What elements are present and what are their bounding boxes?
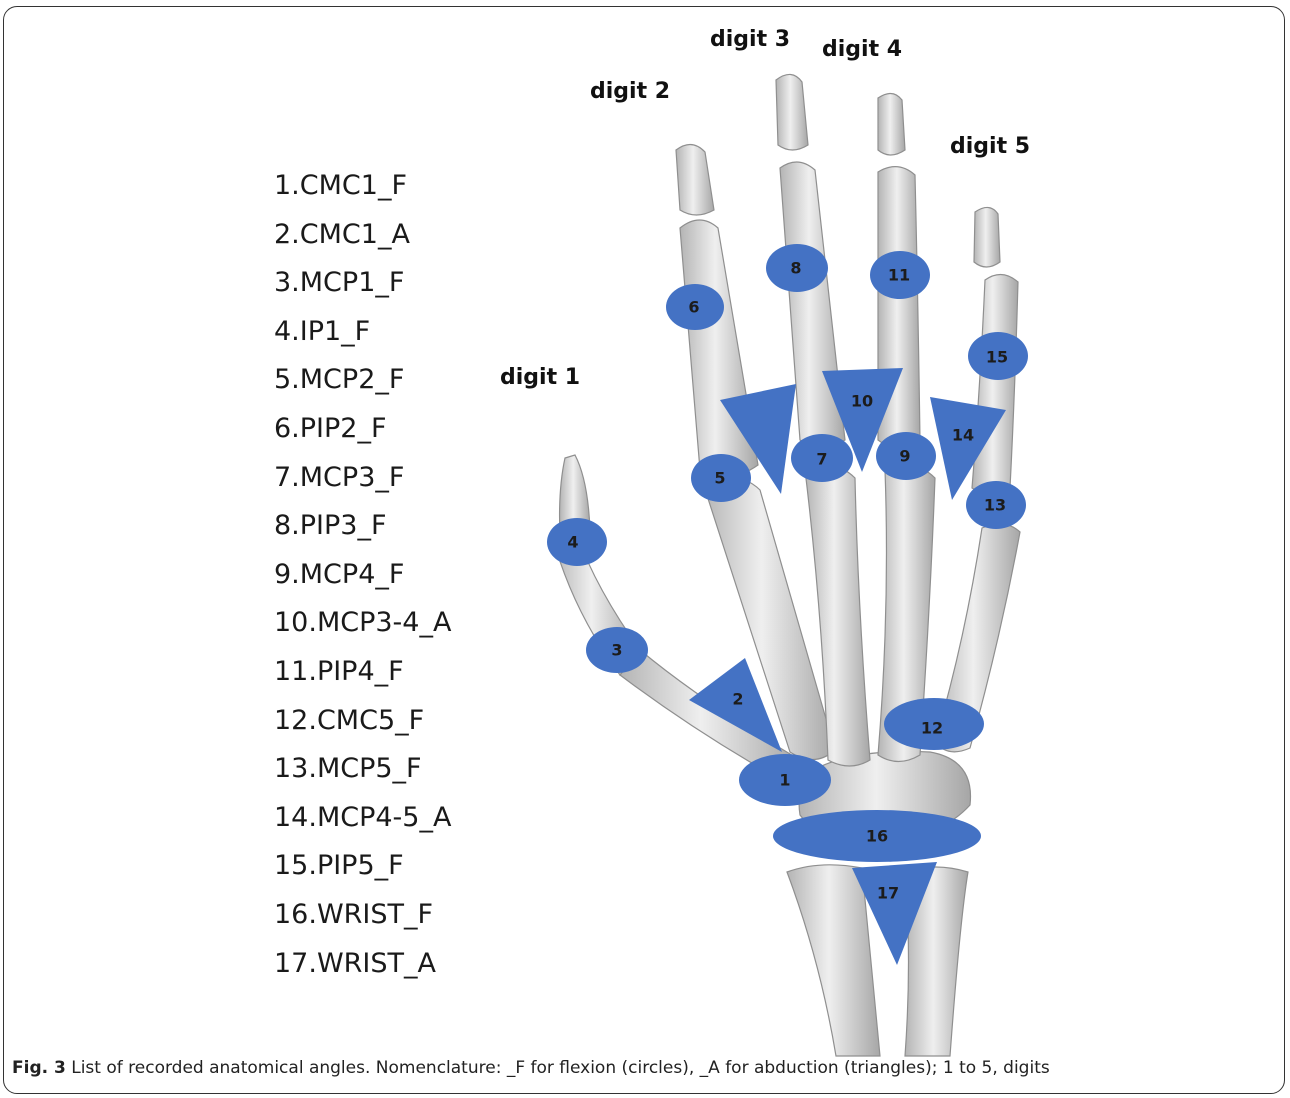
digit5-distal-phalanx bbox=[974, 207, 1000, 267]
marker-8-label: 8 bbox=[790, 259, 801, 278]
figure-caption: Fig. 3 List of recorded anatomical angle… bbox=[12, 1058, 1050, 1078]
marker-4-label: 4 bbox=[567, 533, 578, 552]
marker-17-label: 17 bbox=[877, 884, 899, 903]
digit2-label: digit 2 bbox=[590, 79, 670, 104]
marker-2-label: 2 bbox=[732, 690, 743, 709]
digit2-distal-phalanx bbox=[676, 144, 714, 215]
marker-11-label: 11 bbox=[888, 266, 910, 285]
marker-1-label: 1 bbox=[779, 771, 790, 790]
marker-12-label: 12 bbox=[921, 719, 943, 738]
marker-15-label: 15 bbox=[986, 348, 1008, 367]
marker-14-label: 14 bbox=[952, 426, 974, 445]
digit1-label: digit 1 bbox=[500, 365, 580, 390]
marker-16-label: 16 bbox=[866, 827, 888, 846]
marker-3-label: 3 bbox=[611, 641, 622, 660]
marker-9-label: 9 bbox=[899, 447, 910, 466]
hand-skeleton bbox=[552, 74, 1020, 1056]
marker-10-label: 10 bbox=[851, 392, 873, 411]
digit-labels: digit 1 digit 2 digit 3 digit 4 digit 5 bbox=[500, 27, 1030, 390]
caption-label: Fig. 3 bbox=[12, 1058, 66, 1078]
caption-text: List of recorded anatomical angles. Nome… bbox=[66, 1058, 1050, 1078]
digit4-distal-phalanx bbox=[878, 93, 905, 155]
digit3-distal-phalanx bbox=[776, 74, 808, 150]
marker-7-label: 7 bbox=[816, 450, 827, 469]
digit5-label: digit 5 bbox=[950, 134, 1030, 159]
digit5-proximal-phalanx bbox=[972, 274, 1018, 494]
marker-5-label: 5 bbox=[714, 469, 725, 488]
digit3-label: digit 3 bbox=[710, 27, 790, 52]
marker-6-label: 6 bbox=[688, 298, 699, 317]
digit4-label: digit 4 bbox=[822, 37, 902, 62]
marker-13-label: 13 bbox=[984, 496, 1006, 515]
